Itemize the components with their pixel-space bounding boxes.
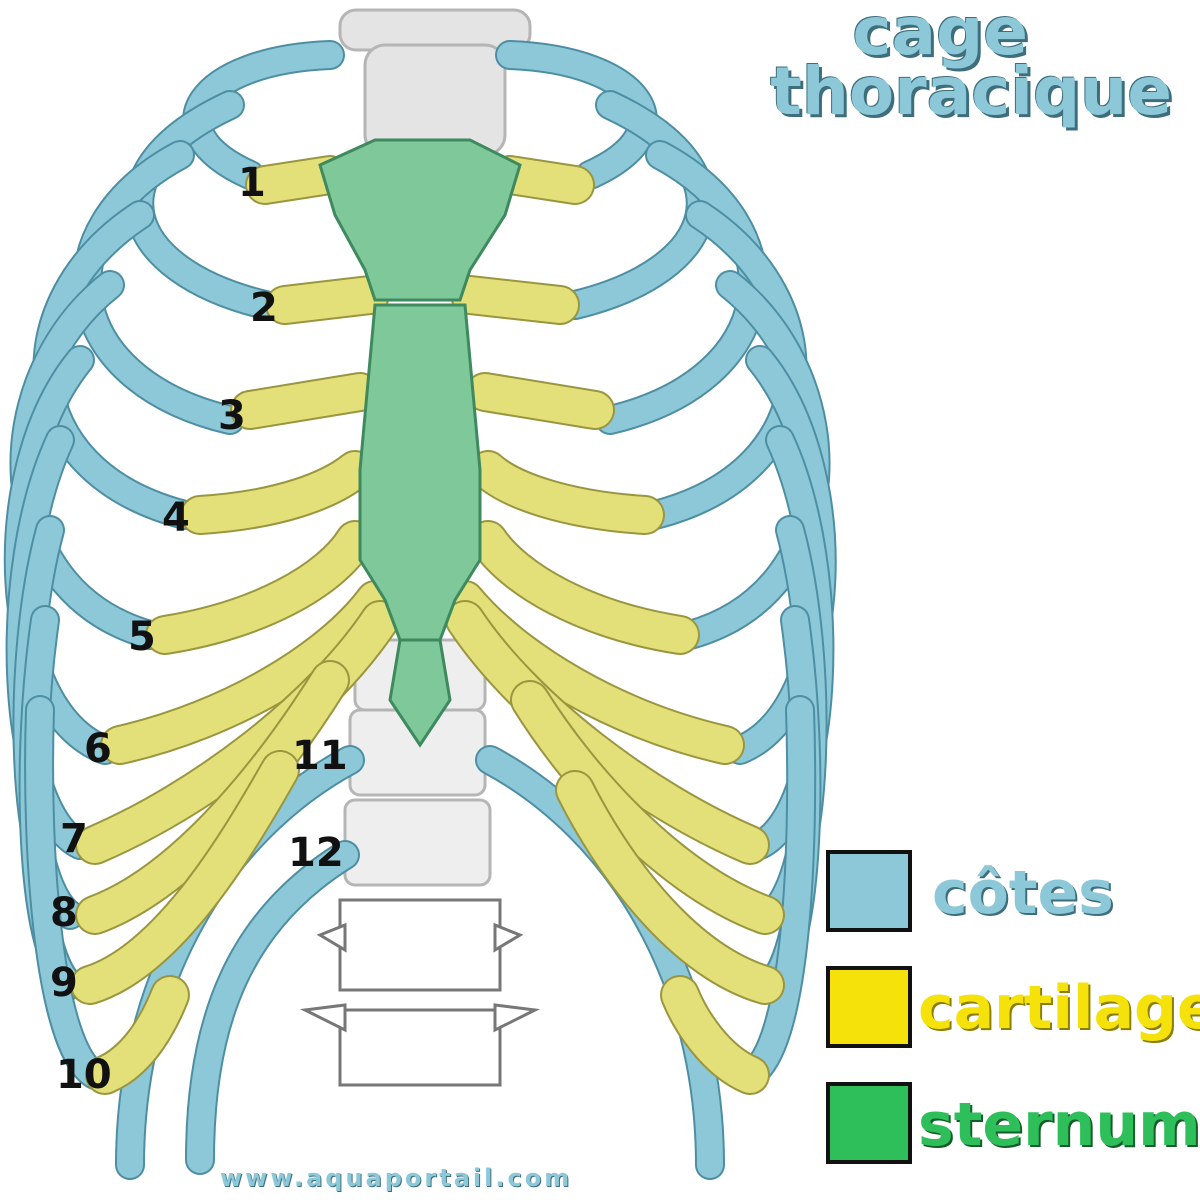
rib-label-8: 8	[50, 890, 78, 936]
rib-label-7: 7	[60, 816, 88, 862]
left-costal-cartilage	[70, 155, 400, 1095]
rib-label-9: 9	[50, 960, 78, 1006]
sternum-shape	[318, 138, 522, 748]
rib-label-5: 5	[128, 614, 156, 660]
vertebral-column	[299, 8, 541, 1087]
rib-label-6: 6	[84, 726, 112, 772]
rib-label-12: 12	[288, 830, 344, 876]
legend-swatch-cartilage	[826, 966, 912, 1048]
title-line-1: cage	[852, 0, 1028, 70]
rib-label-1: 1	[238, 160, 266, 206]
legend-label-cotes: côtes	[932, 858, 1114, 928]
website-watermark: www.aquaportail.com	[220, 1164, 573, 1192]
diagram-title: cage thoracique	[770, 0, 1172, 130]
legend-label-cartilage: cartilage	[918, 973, 1200, 1043]
rib-label-3: 3	[218, 393, 246, 439]
legend-swatch-cotes	[826, 850, 912, 932]
right-costal-cartilage	[445, 155, 785, 1095]
legend-swatch-sternum	[826, 1082, 912, 1164]
rib-label-10: 10	[56, 1052, 112, 1098]
rib-label-2: 2	[250, 285, 278, 331]
title-line-2: thoracique	[770, 53, 1172, 130]
rib-label-4: 4	[162, 495, 190, 541]
rib-label-11: 11	[292, 733, 348, 779]
legend-label-sternum: sternum	[918, 1090, 1200, 1160]
